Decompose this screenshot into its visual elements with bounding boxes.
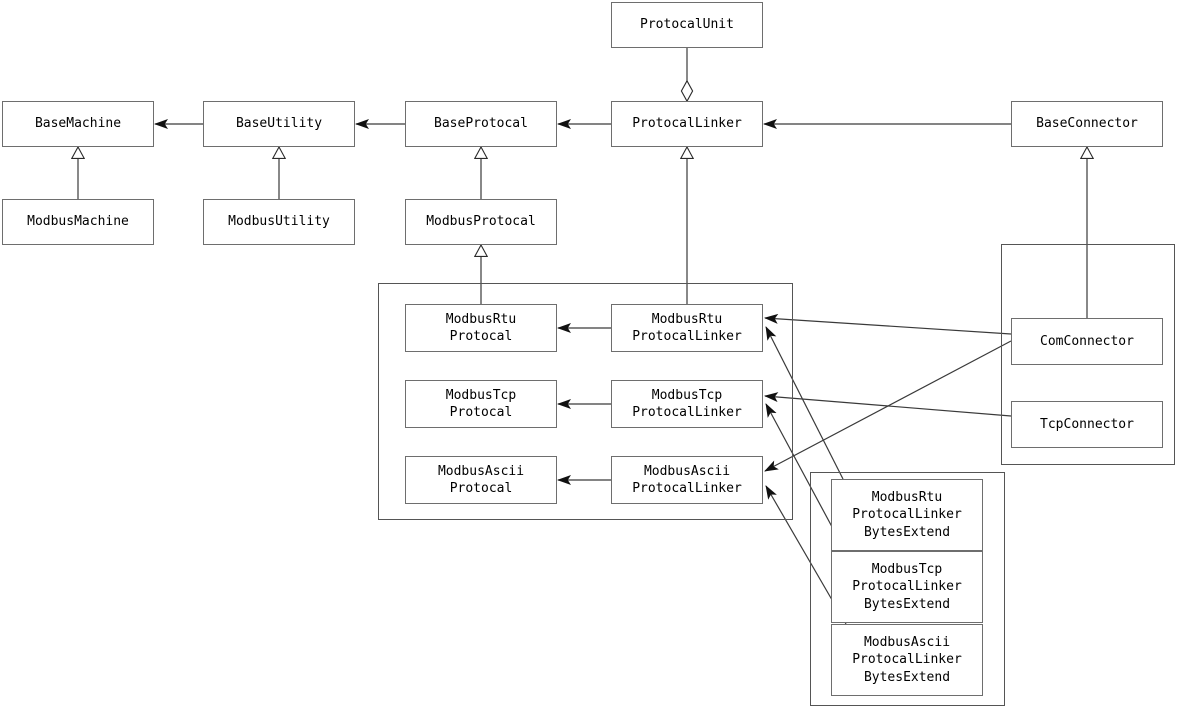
class-box-modbus-tcp-protocal[interactable]: ModbusTcp Protocal: [405, 380, 557, 428]
class-box-modbus-tcp-linker[interactable]: ModbusTcp ProtocalLinker: [611, 380, 763, 428]
class-box-protocal-linker[interactable]: ProtocalLinker: [611, 101, 763, 147]
class-box-base-machine[interactable]: BaseMachine: [2, 101, 154, 147]
class-box-modbus-machine[interactable]: ModbusMachine: [2, 199, 154, 245]
class-box-modbus-protocal[interactable]: ModbusProtocal: [405, 199, 557, 245]
class-box-modbus-ascii-protocal[interactable]: ModbusAscii Protocal: [405, 456, 557, 504]
class-box-modbus-utility[interactable]: ModbusUtility: [203, 199, 355, 245]
class-box-com-connector[interactable]: ComConnector: [1011, 318, 1163, 365]
class-box-ascii-bytes-extend[interactable]: ModbusAscii ProtocalLinker BytesExtend: [831, 624, 983, 696]
class-box-tcp-bytes-extend[interactable]: ModbusTcp ProtocalLinker BytesExtend: [831, 551, 983, 623]
class-box-modbus-ascii-linker[interactable]: ModbusAscii ProtocalLinker: [611, 456, 763, 504]
class-box-base-protocal[interactable]: BaseProtocal: [405, 101, 557, 147]
edge-tcpconnector-tcplinker: [764, 392, 1012, 417]
class-box-base-connector[interactable]: BaseConnector: [1011, 101, 1163, 147]
class-box-modbus-rtu-protocal[interactable]: ModbusRtu Protocal: [405, 304, 557, 352]
class-box-rtu-bytes-extend[interactable]: ModbusRtu ProtocalLinker BytesExtend: [831, 479, 983, 551]
class-box-tcp-connector[interactable]: TcpConnector: [1011, 401, 1163, 448]
class-box-protocal-unit[interactable]: ProtocalUnit: [611, 2, 763, 48]
edge-comconnector-asciilinker: [764, 340, 1012, 472]
edge-comconnector-rtulinker: [764, 313, 1012, 335]
class-box-base-utility[interactable]: BaseUtility: [203, 101, 355, 147]
class-box-modbus-rtu-linker[interactable]: ModbusRtu ProtocalLinker: [611, 304, 763, 352]
